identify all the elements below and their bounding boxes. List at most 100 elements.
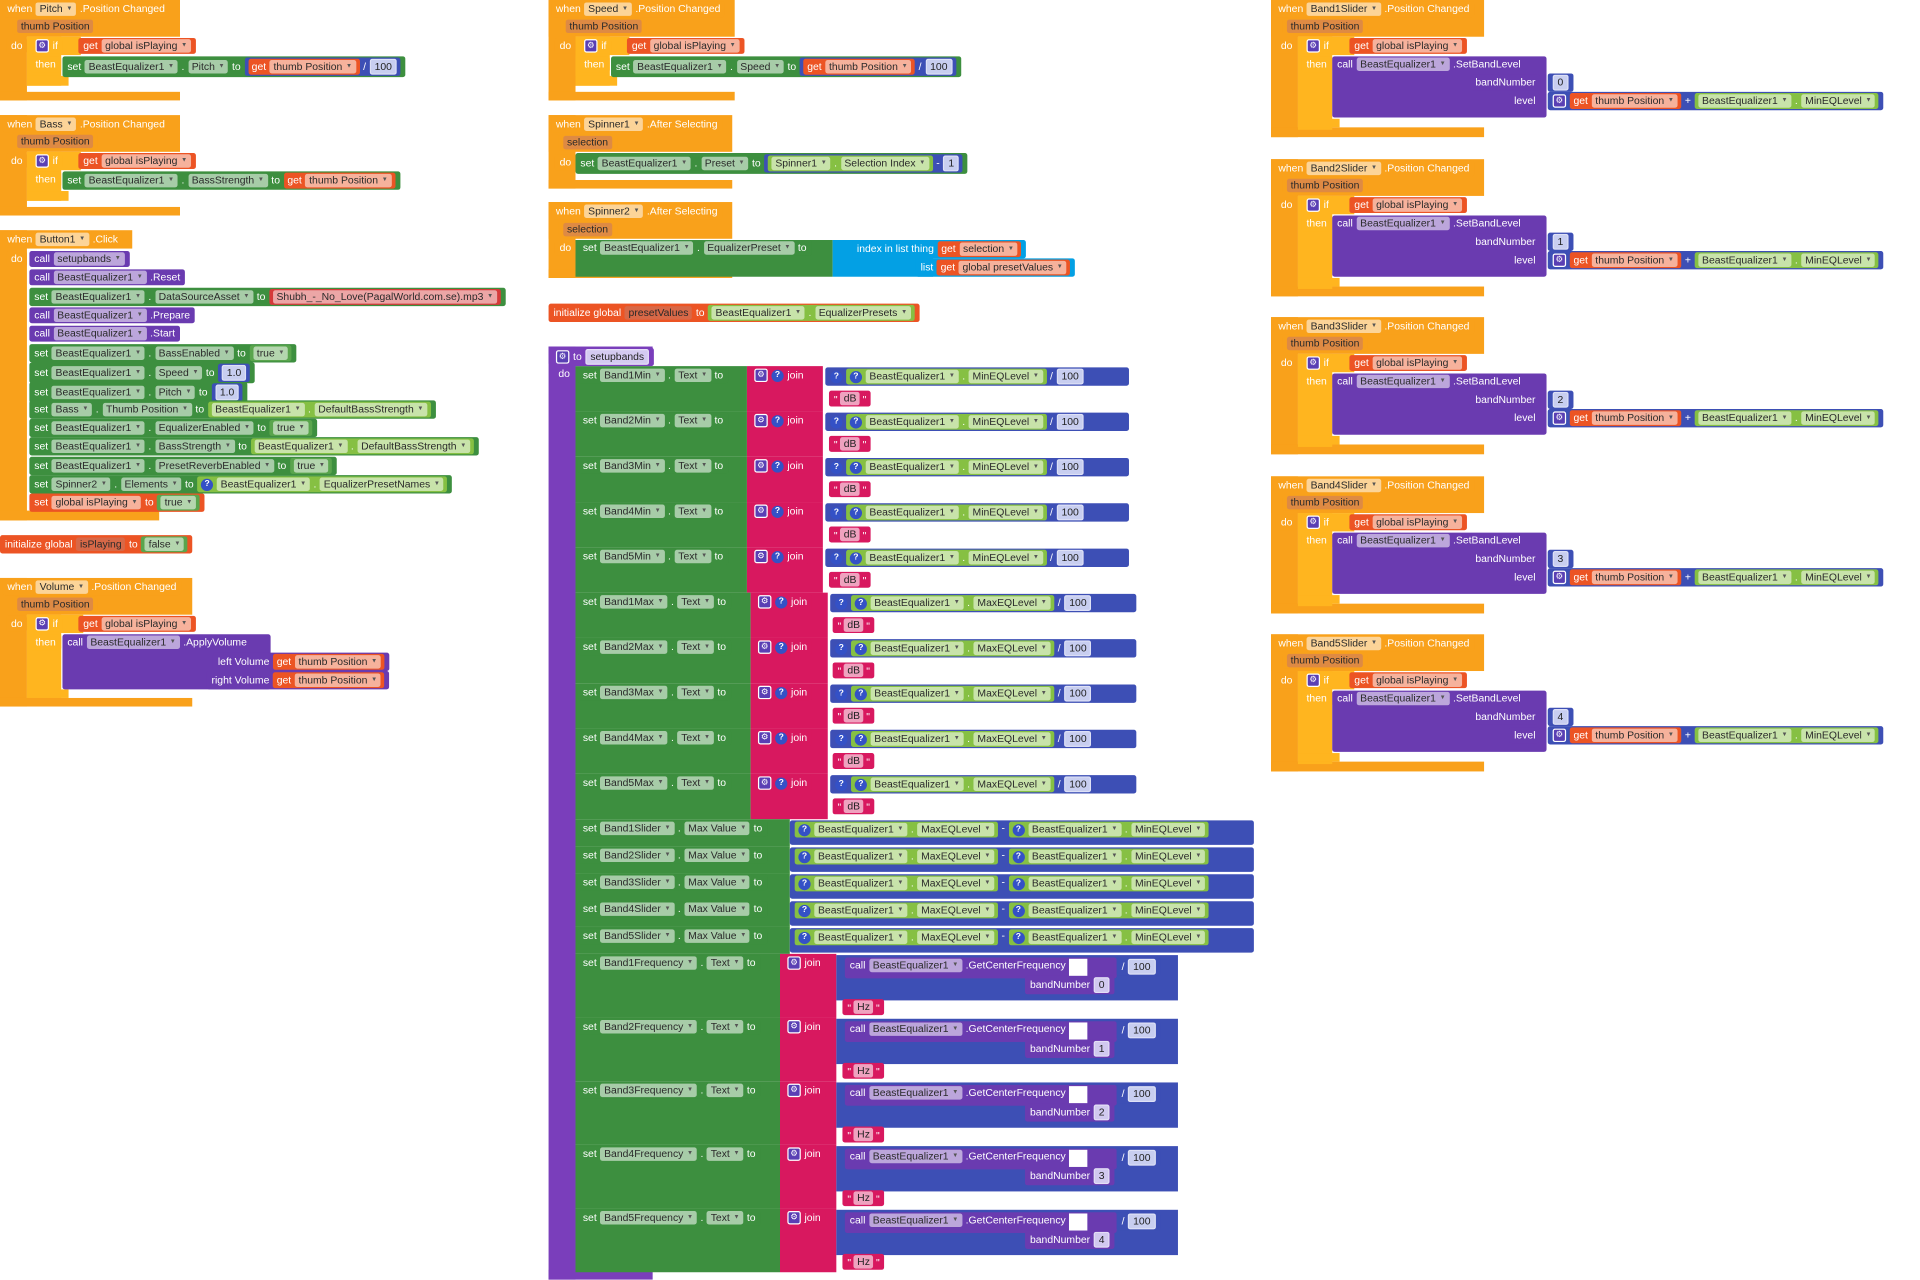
help-icon[interactable]: ? bbox=[835, 778, 848, 791]
string-value[interactable]: dB bbox=[843, 754, 864, 768]
number-field[interactable]: 4 bbox=[1552, 708, 1569, 725]
help-icon[interactable]: ? bbox=[1012, 931, 1025, 944]
dropdown-field[interactable]: BeastEqualizer1▼ bbox=[1698, 728, 1792, 743]
math-block[interactable]: ?BeastEqualizer1▼.MaxEQLevel▼-?BeastEqua… bbox=[789, 847, 1254, 872]
text-block[interactable]: ⚙join bbox=[782, 1018, 826, 1035]
if-block[interactable]: then bbox=[30, 171, 61, 188]
getter-block[interactable]: ?BeastEqualizer1▼.MinEQLevel▼ bbox=[1008, 875, 1209, 892]
dropdown-field[interactable]: BeastEqualizer1▼ bbox=[711, 306, 805, 320]
math-block[interactable]: ??BeastEqualizer1▼.MaxEQLevel▼/100 bbox=[830, 729, 1137, 749]
if-block[interactable]: ⚙if bbox=[1301, 355, 1334, 372]
event-block-body[interactable] bbox=[0, 230, 27, 521]
getter-block[interactable]: ?BeastEqualizer1▼.MaxEQLevel▼ bbox=[851, 776, 1055, 793]
dropdown-field[interactable]: Band4Max▼ bbox=[600, 731, 668, 745]
dropdown-field[interactable]: MaxEQLevel▼ bbox=[973, 596, 1051, 610]
help-icon[interactable]: ? bbox=[771, 459, 784, 473]
getter-block[interactable]: ?BeastEqualizer1▼.MinEQLevel▼ bbox=[846, 549, 1047, 566]
text-block[interactable]: ⚙join bbox=[782, 955, 826, 972]
getter-block[interactable]: BeastEqualizer1▼.DefaultBassStrength▼ bbox=[207, 401, 431, 418]
event-block-body[interactable] bbox=[1271, 127, 1485, 138]
asset-block[interactable]: Shubh_-_No_Love(PagalWorld.com.se).mp3▼ bbox=[269, 288, 501, 305]
getter-block[interactable]: ?BeastEqualizer1▼.MinEQLevel▼ bbox=[846, 459, 1047, 476]
dropdown-field[interactable]: BeastEqualizer1▼ bbox=[86, 635, 180, 649]
dropdown-field[interactable]: Band4Slider▼ bbox=[1306, 478, 1381, 493]
getter-block[interactable]: BeastEqualizer1▼.MinEQLevel▼ bbox=[1694, 93, 1879, 109]
dropdown-field[interactable]: Band3Slider▼ bbox=[600, 875, 675, 889]
help-icon[interactable]: ? bbox=[775, 731, 788, 744]
dropdown-field[interactable]: DefaultBassStrength▼ bbox=[357, 439, 470, 454]
text-block[interactable]: ⚙?join bbox=[749, 457, 809, 474]
text-block[interactable]: ⚙?join bbox=[753, 684, 813, 701]
event-block-body[interactable] bbox=[1271, 444, 1485, 455]
dropdown-field[interactable]: MaxEQLevel▼ bbox=[917, 876, 995, 891]
dropdown-field[interactable]: Text▼ bbox=[677, 595, 714, 609]
mutator-gear-icon[interactable]: ⚙ bbox=[1306, 356, 1321, 370]
dropdown-field[interactable]: Bass▼ bbox=[51, 402, 93, 417]
math-block[interactable]: /100 bbox=[1116, 1021, 1161, 1040]
dropdown-field[interactable]: Text▼ bbox=[674, 504, 711, 518]
help-icon[interactable]: ? bbox=[854, 732, 867, 746]
dropdown-field[interactable]: global isPlaying▼ bbox=[101, 617, 191, 631]
parameter-name[interactable]: thumb Position bbox=[17, 19, 94, 34]
if-block[interactable]: then bbox=[30, 56, 61, 73]
math-block[interactable]: /100 bbox=[1116, 1084, 1161, 1104]
getter-block[interactable]: ?BeastEqualizer1▼.MinEQLevel▼ bbox=[846, 413, 1047, 430]
mutator-gear-icon[interactable]: ⚙ bbox=[35, 39, 49, 53]
if-block-body[interactable] bbox=[1297, 277, 1340, 287]
procedure-block-body[interactable] bbox=[548, 1269, 653, 1280]
dropdown-field[interactable]: Text▼ bbox=[674, 549, 711, 564]
number-field[interactable]: 100 bbox=[1056, 459, 1084, 476]
getter-block[interactable]: ?BeastEqualizer1▼.MinEQLevel▼ bbox=[1008, 902, 1209, 919]
event-block[interactable]: thumb Position bbox=[1282, 652, 1369, 669]
event-block-body[interactable] bbox=[548, 180, 733, 189]
text-string[interactable]: "dB" bbox=[834, 573, 866, 587]
dropdown-field[interactable]: Text▼ bbox=[677, 640, 714, 654]
getter-block[interactable]: BeastEqualizer1▼.MinEQLevel▼ bbox=[1694, 410, 1879, 427]
dropdown-field[interactable]: Band5Max▼ bbox=[600, 776, 668, 790]
dropdown-field[interactable]: BeastEqualizer1▼ bbox=[814, 903, 908, 918]
string-value[interactable]: dB bbox=[843, 663, 864, 678]
dropdown-field[interactable]: global isPlaying▼ bbox=[1372, 515, 1462, 529]
dropdown-field[interactable]: BeastEqualizer1▼ bbox=[1028, 876, 1122, 891]
if-block-body[interactable] bbox=[1297, 595, 1340, 604]
event-block-body[interactable] bbox=[0, 697, 193, 707]
event-block[interactable]: do bbox=[1275, 37, 1298, 54]
mutator-gear-icon[interactable]: ⚙ bbox=[754, 459, 768, 473]
help-icon[interactable]: ? bbox=[830, 461, 843, 474]
dropdown-field[interactable]: thumb Position▼ bbox=[1591, 728, 1678, 743]
math-block[interactable]: ??BeastEqualizer1▼.MaxEQLevel▼/100 bbox=[830, 593, 1137, 613]
event-block-body[interactable] bbox=[1271, 286, 1485, 297]
dropdown-field[interactable]: Text▼ bbox=[707, 1211, 744, 1225]
event-block[interactable]: do bbox=[1275, 355, 1298, 372]
getter-block[interactable]: ?BeastEqualizer1▼.MaxEQLevel▼ bbox=[851, 731, 1055, 747]
string-value[interactable]: dB bbox=[843, 708, 864, 723]
if-block[interactable]: ⚙if bbox=[30, 153, 63, 169]
parameter-name[interactable]: thumb Position bbox=[1286, 653, 1364, 668]
dropdown-field[interactable]: BeastEqualizer1▼ bbox=[53, 270, 147, 285]
dropdown-field[interactable]: global isPlaying▼ bbox=[101, 39, 191, 53]
number-field[interactable]: 100 bbox=[1056, 549, 1084, 566]
string-value[interactable]: dB bbox=[840, 527, 861, 542]
dropdown-field[interactable]: BeastEqualizer1▼ bbox=[51, 366, 145, 380]
dropdown-field[interactable]: global isPlaying▼ bbox=[1372, 198, 1462, 212]
dropdown-field[interactable]: Speed▼ bbox=[584, 2, 632, 16]
dropdown-field[interactable]: global isPlaying▼ bbox=[1372, 673, 1462, 687]
